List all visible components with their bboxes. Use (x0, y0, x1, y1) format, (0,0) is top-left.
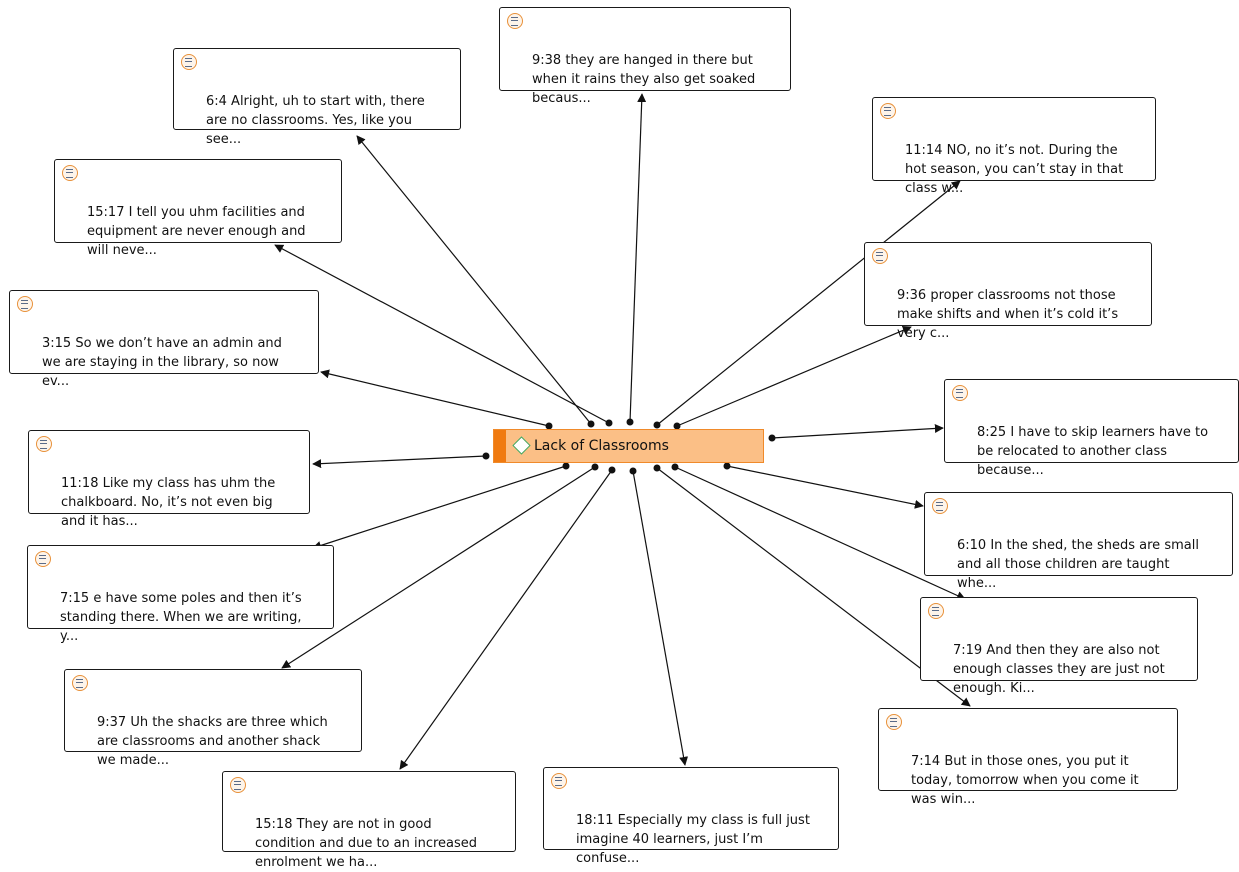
quotation-icon (880, 103, 896, 119)
quote-text: 3:15 So we don’t have an admin and we ar… (42, 336, 282, 389)
quotation-icon (181, 54, 197, 70)
quote-text: 7:15 e have some poles and then it’s sta… (60, 591, 302, 644)
quote-text: 8:25 I have to skip learners have to be … (977, 425, 1209, 478)
link-15-17 (274, 244, 613, 427)
quote-text: 6:10 In the shed, the sheds are small an… (957, 538, 1199, 591)
quote-node-7-14[interactable]: 7:14 But in those ones, you put it today… (878, 708, 1178, 807)
link-3-15 (320, 369, 553, 430)
link-15-18 (399, 466, 616, 770)
quotation-icon (952, 385, 968, 401)
quote-node-18-11[interactable]: 18:11 Especially my class is full just i… (543, 767, 839, 866)
link-7-19 (671, 463, 966, 600)
quotation-icon (932, 498, 948, 514)
link-11-14 (653, 180, 961, 429)
quotation-icon (36, 436, 52, 452)
quotation-icon (551, 773, 567, 789)
link-7-14 (653, 464, 971, 707)
link-6-10 (723, 462, 924, 509)
quotation-icon (928, 603, 944, 619)
quotation-icon (17, 296, 33, 312)
quote-text: 15:17 I tell you uhm facilities and equi… (87, 205, 306, 258)
quotation-icon (62, 165, 78, 181)
quote-node-11-18[interactable]: 11:18 Like my class has uhm the chalkboa… (28, 430, 310, 529)
quote-text: 9:38 they are hanged in there but when i… (532, 53, 756, 106)
quote-text: 9:36 proper classrooms not those make sh… (897, 288, 1119, 341)
quotation-icon (507, 13, 523, 29)
link-6-4 (356, 135, 595, 428)
quote-text: 7:19 And then they are also not enough c… (953, 643, 1165, 696)
quote-node-9-38[interactable]: 9:38 they are hanged in there but when i… (499, 7, 791, 106)
link-9-36 (673, 326, 912, 430)
quote-node-3-15[interactable]: 3:15 So we don’t have an admin and we ar… (9, 290, 319, 389)
quote-text: 9:37 Uh the shacks are three which are c… (97, 715, 328, 768)
quotation-icon (72, 675, 88, 691)
quote-text: 7:14 But in those ones, you put it today… (911, 754, 1139, 807)
quote-node-9-37[interactable]: 9:37 Uh the shacks are three which are c… (64, 669, 362, 768)
quotation-icon (872, 248, 888, 264)
quote-node-11-14[interactable]: 11:14 NO, no it’s not. During the hot se… (872, 97, 1156, 196)
quote-text: 15:18 They are not in good condition and… (255, 817, 478, 870)
link-layer (274, 93, 971, 770)
network-canvas: Lack of Classrooms 6:4 Alright, uh to st… (9, 7, 1239, 870)
quote-node-7-19[interactable]: 7:19 And then they are also not enough c… (920, 597, 1198, 696)
quote-text: 18:11 Especially my class is full just i… (576, 813, 810, 866)
link-7-15 (312, 462, 570, 550)
quote-node-15-17[interactable]: 15:17 I tell you uhm facilities and equi… (54, 159, 342, 258)
quote-text: 11:14 NO, no it’s not. During the hot se… (905, 143, 1124, 196)
quote-text: 11:18 Like my class has uhm the chalkboa… (61, 476, 276, 529)
quote-node-7-15[interactable]: 7:15 e have some poles and then it’s sta… (27, 545, 334, 644)
quote-node-15-18[interactable]: 15:18 They are not in good condition and… (222, 771, 516, 870)
link-18-11 (629, 467, 689, 766)
quote-text: 6:4 Alright, uh to start with, there are… (206, 94, 425, 147)
link-8-25 (768, 423, 944, 442)
quote-node-8-25[interactable]: 8:25 I have to skip learners have to be … (944, 379, 1239, 478)
link-9-37 (281, 463, 599, 669)
quote-node-9-36[interactable]: 9:36 proper classrooms not those make sh… (864, 242, 1152, 341)
quotation-icon (35, 551, 51, 567)
code-label: Lack of Classrooms (534, 438, 669, 454)
link-9-38 (626, 93, 647, 426)
code-node-lack-of-classrooms[interactable]: Lack of Classrooms (493, 429, 764, 463)
quotation-icon (230, 777, 246, 793)
link-11-18 (312, 452, 490, 469)
quotation-icon (886, 714, 902, 730)
code-diamond-icon (512, 436, 531, 455)
quote-node-6-4[interactable]: 6:4 Alright, uh to start with, there are… (173, 48, 461, 147)
code-color-bar (494, 430, 506, 462)
quote-node-6-10[interactable]: 6:10 In the shed, the sheds are small an… (924, 492, 1233, 591)
